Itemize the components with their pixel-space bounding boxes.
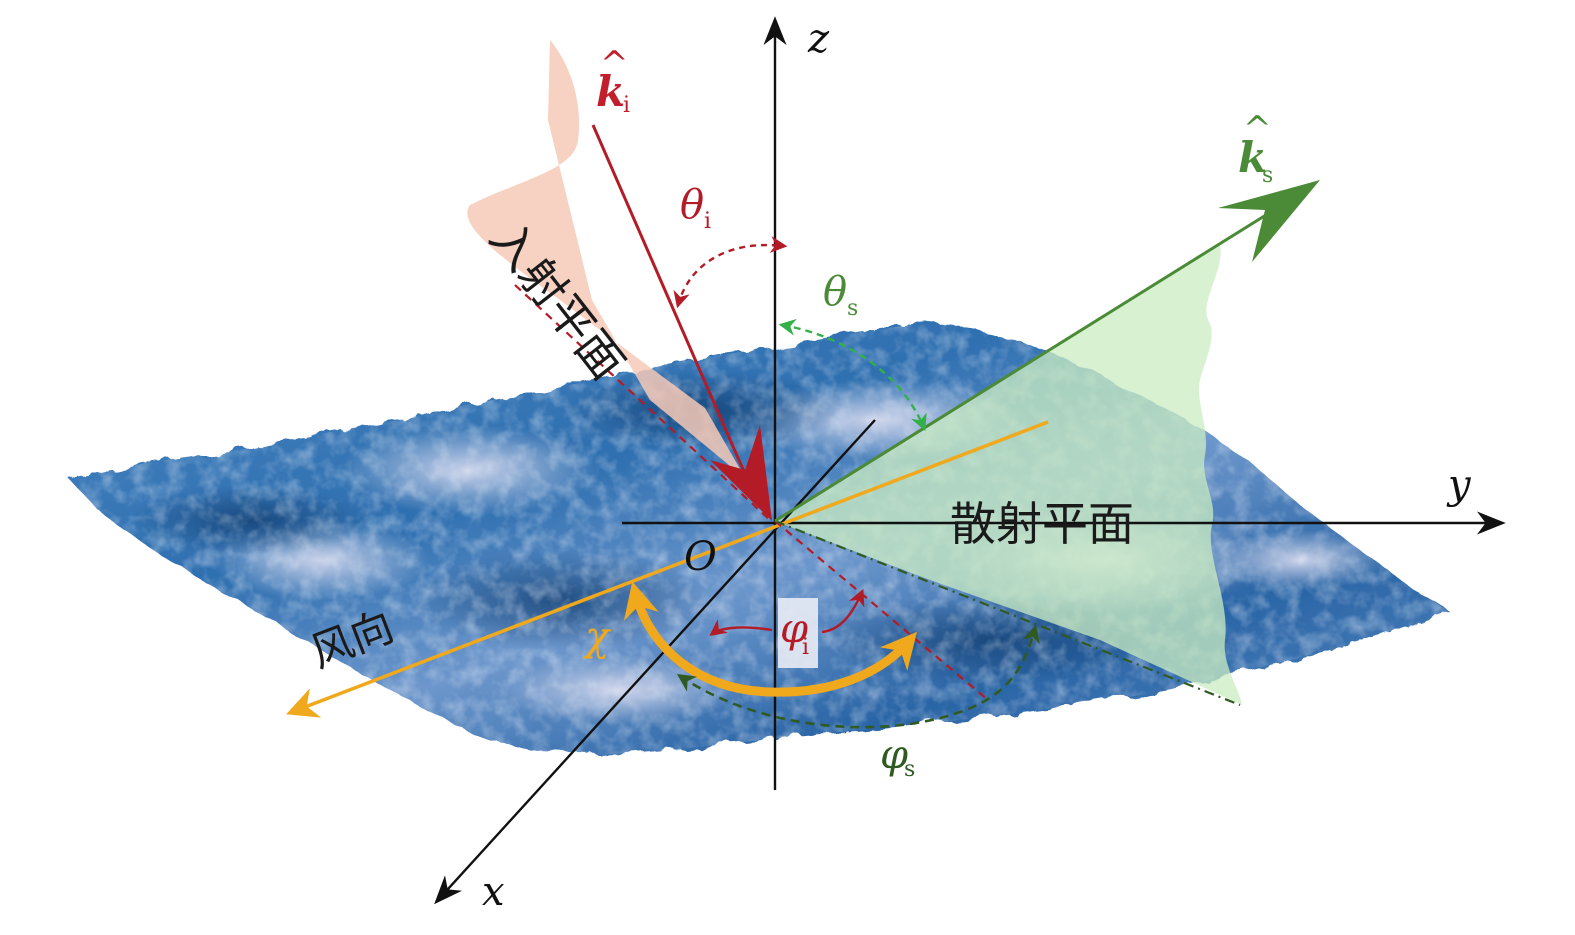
y-axis-label: y (1446, 462, 1472, 508)
theta-i-symbol: θ (680, 182, 704, 228)
phi-i-symbol: φ (780, 606, 808, 652)
incident-vector-label: ^ k i (596, 44, 630, 118)
sea-surface (70, 322, 1450, 755)
scattered-arrowhead (1218, 180, 1320, 262)
scattered-projection (774, 519, 1241, 707)
sea-surface-texture (70, 322, 1450, 755)
origin-label: O (684, 534, 717, 580)
incident-vector-symbol: k (596, 67, 625, 116)
z-axis-label: z (807, 16, 830, 62)
wind-direction-line (286, 420, 1049, 718)
incident-plane (467, 40, 770, 521)
incident-projection-upper (514, 284, 771, 521)
phi-s-symbol: φ (880, 732, 908, 778)
scattered-vector-hat: ^ (1243, 109, 1272, 149)
chi-label: χ (582, 614, 612, 660)
scattered-vector (774, 180, 1320, 523)
incident-arrowhead (710, 425, 772, 521)
theta-s-symbol: θ (823, 269, 847, 315)
scattered-vector-subscript: s (1262, 163, 1273, 188)
phi-i-label: φ i (780, 606, 809, 660)
theta-i-subscript: i (704, 209, 711, 234)
theta-i-arc (673, 236, 788, 309)
incident-vector (591, 124, 772, 521)
scattered-plane (775, 245, 1242, 705)
theta-s-arc (778, 319, 927, 432)
phi-s-subscript: s (904, 757, 915, 782)
incident-vector-hat: ^ (600, 44, 629, 84)
incident-vector-subscript: i (623, 93, 630, 118)
scattered-vector-label: ^ k s (1238, 109, 1273, 188)
phi-s-arc (676, 624, 1040, 729)
phi-s-label: φ s (880, 732, 915, 782)
phi-i-subscript: i (802, 635, 809, 660)
scattered-vector-symbol: k (1238, 133, 1267, 182)
theta-s-label: θ s (823, 269, 858, 321)
theta-i-label: θ i (680, 182, 711, 234)
theta-s-subscript: s (847, 296, 858, 321)
phi-i-label-backdrop (778, 598, 818, 668)
scattered-plane-label: 散射平面 (950, 497, 1134, 551)
x-axis-label: x (482, 869, 505, 915)
